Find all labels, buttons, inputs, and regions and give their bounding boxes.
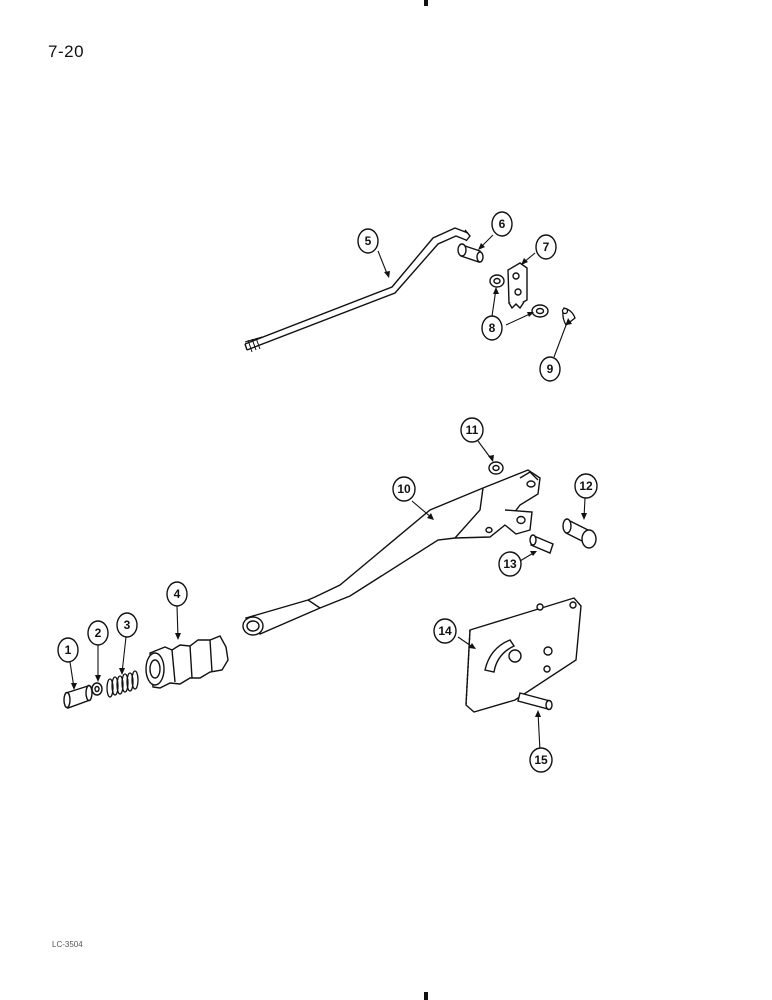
part-5-rod [244,227,471,353]
callout-2-label: 2 [95,626,102,640]
callout-6-label: 6 [499,217,506,231]
callout-9-label: 9 [547,362,554,376]
leader-15 [537,711,541,752]
leader-arrowheads [71,243,587,717]
part-11-washer [488,461,504,475]
part-2-washer [91,682,103,696]
callout-7: 7 [535,234,557,260]
leader-8b [505,312,533,326]
part-12-clevis-pin [562,518,597,549]
callout-2: 2 [87,620,109,646]
part-6-pin [457,243,484,263]
callout-14-label: 14 [438,624,452,638]
part-3-spring [106,670,139,698]
part-8-washers [489,274,549,318]
callout-8: 8 [481,315,503,341]
callout-15: 15 [529,747,553,773]
part-4-grip [145,635,229,689]
part-9-cotter-pin [561,307,576,326]
callout-15-label: 15 [534,753,548,767]
page-number: 7-20 [48,42,85,61]
part-15-pin [517,692,553,711]
callout-11: 11 [460,417,484,443]
leader-9 [553,319,569,358]
part-7-bracket [507,262,528,310]
callout-11-label: 11 [466,423,479,437]
leader-3 [121,636,127,674]
callout-5: 5 [357,228,379,254]
callouts: 1 2 3 4 5 6 7 8 9 10 11 12 13 14 15 [57,211,598,773]
callout-7-label: 7 [543,240,550,254]
leader-4 [176,605,179,639]
bottom-registration-mark [424,992,428,1000]
callout-9: 9 [539,356,561,382]
part-1-sleeve [63,684,93,709]
callout-1: 1 [57,637,79,663]
top-registration-mark [424,0,428,6]
part-10-lever [242,469,541,636]
callout-8-label: 8 [489,321,496,335]
callout-13: 13 [498,551,522,577]
callout-12: 12 [574,473,598,499]
callout-4-label: 4 [174,587,181,601]
callout-10-label: 10 [397,482,411,496]
part-14-quadrant-plate [465,597,582,713]
callout-12-label: 12 [579,479,593,493]
leader-10 [411,500,433,519]
callout-1-label: 1 [65,643,72,657]
callout-13-label: 13 [503,557,517,571]
callout-6: 6 [491,211,513,237]
part-13-roll-pin [529,534,554,554]
figure-code: LC-3504 [52,940,83,949]
callout-3-label: 3 [124,618,131,632]
callout-3: 3 [116,612,138,638]
callout-5-label: 5 [365,234,372,248]
callout-4: 4 [166,581,188,607]
callout-14: 14 [433,618,457,644]
callout-10: 10 [392,476,416,502]
